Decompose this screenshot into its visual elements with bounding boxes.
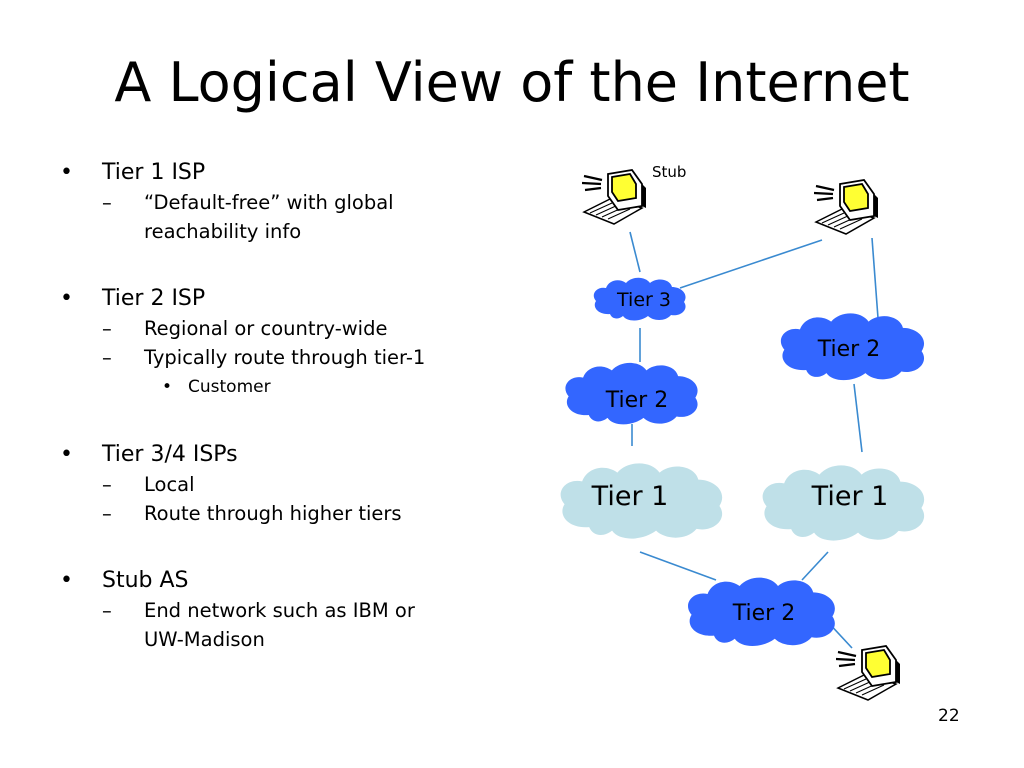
sub-bullet-marker: – xyxy=(102,191,112,214)
bullet-list: • Tier 1 ISP – “Default-free” with globa… xyxy=(60,158,490,654)
sub-bullet-text: Typically route through tier-1 xyxy=(144,346,426,369)
cloud-label: Tier 1 xyxy=(591,481,669,512)
network-link xyxy=(853,383,863,453)
stub-label: Stub xyxy=(652,163,686,181)
sub-bullet-route-tier1: – Typically route through tier-1 xyxy=(102,343,490,372)
sub-sub-bullet-marker: • xyxy=(162,377,173,397)
bullet-marker: • xyxy=(60,568,73,593)
bullet-text: Stub AS xyxy=(102,568,189,593)
cloud-tier2-left: Tier 2 xyxy=(565,362,698,425)
bullet-marker: • xyxy=(60,286,73,311)
sub-bullet-text: Regional or country-wide xyxy=(144,317,388,340)
cloud-label: Tier 3 xyxy=(616,289,671,311)
bullet-text: Tier 1 ISP xyxy=(102,160,206,185)
sub-bullet-regional: – Regional or country-wide xyxy=(102,314,490,343)
bullet-tier34-isps: • Tier 3/4 ISPs xyxy=(60,440,490,470)
bullet-text: Tier 2 ISP xyxy=(102,286,206,311)
page-number: 22 xyxy=(938,706,960,726)
bullet-tier1-isp: • Tier 1 ISP xyxy=(60,158,490,188)
sub-bullet-local: – Local xyxy=(102,470,490,499)
sub-bullet-default-free: – “Default-free” with global reachabilit… xyxy=(102,188,490,246)
sub-sub-bullet-customer: • Customer xyxy=(162,372,490,402)
isp-clouds: Tier 3 Tier 2 Tier 2 Tier 1 Tier 1 Tier 2 xyxy=(560,277,925,646)
bullet-marker: • xyxy=(60,160,73,185)
sub-bullet-marker: – xyxy=(102,473,112,496)
bullet-tier2-isp: • Tier 2 ISP xyxy=(60,284,490,314)
sub-bullet-end-network: – End network such as IBM or UW-Madison xyxy=(102,596,444,654)
computer-icon xyxy=(836,644,902,702)
cloud-label: Tier 1 xyxy=(811,481,889,512)
slide-title: A Logical View of the Internet xyxy=(114,51,910,114)
network-links xyxy=(629,231,879,649)
cloud-label: Tier 2 xyxy=(732,601,795,626)
sub-sub-bullet-text: Customer xyxy=(188,377,271,397)
cloud-tier1-left: Tier 1 xyxy=(560,463,723,539)
sub-bullet-marker: – xyxy=(102,502,112,525)
cloud-tier1-right: Tier 1 xyxy=(762,465,925,541)
cloud-tier3: Tier 3 xyxy=(593,277,686,321)
sub-bullet-marker: – xyxy=(102,346,112,369)
sub-bullet-text: “Default-free” with global reachability … xyxy=(144,191,394,243)
sub-bullet-text: Route through higher tiers xyxy=(144,502,402,525)
network-link xyxy=(801,551,829,581)
sub-bullet-text: End network such as IBM or UW-Madison xyxy=(144,599,415,651)
cloud-tier2-right: Tier 2 xyxy=(780,313,925,381)
computer-icon xyxy=(582,168,648,226)
cloud-tier2-bottom: Tier 2 xyxy=(688,577,835,646)
network-link xyxy=(629,231,641,273)
sub-bullet-marker: – xyxy=(102,599,112,622)
sub-bullet-marker: – xyxy=(102,317,112,340)
bullet-stub-as: • Stub AS xyxy=(60,566,490,596)
network-link xyxy=(639,551,717,581)
cloud-label: Tier 2 xyxy=(605,388,668,413)
sub-bullet-text: Local xyxy=(144,473,195,496)
sub-bullet-higher-tiers: – Route through higher tiers xyxy=(102,499,490,528)
computer-icon xyxy=(814,178,880,236)
bullet-text: Tier 3/4 ISPs xyxy=(102,442,238,467)
cloud-label: Tier 2 xyxy=(817,337,880,362)
bullet-marker: • xyxy=(60,442,73,467)
network-link xyxy=(871,237,879,319)
network-link xyxy=(679,239,823,289)
